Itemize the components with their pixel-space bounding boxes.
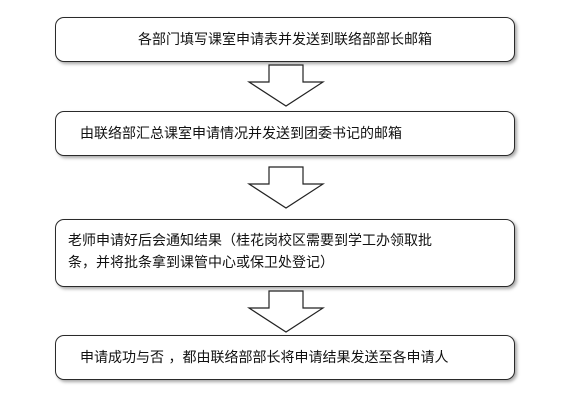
flow-step-4: 申请成功与否 ，都由联络部部长将申请结果发送至各申请人 (55, 335, 515, 380)
flow-step-4-text: 申请成功与否 ，都由联络部部长将申请结果发送至各申请人 (80, 350, 449, 366)
flow-step-3: 老师申请好后会通知结果（桂花岗校区需要到学工办领取批 条，并将批条拿到课管中心或… (55, 219, 515, 287)
down-arrow-icon (247, 290, 325, 333)
down-arrow-icon (247, 64, 325, 107)
flow-step-2-text: 由联络部汇总课室申请情况并发送到团委书记的邮箱 (80, 126, 402, 142)
flow-step-3-text: 老师申请好后会通知结果（桂花岗校区需要到学工办领取批 条，并将批条拿到课管中心或… (68, 233, 432, 271)
down-arrow-icon (247, 166, 325, 209)
flow-step-2: 由联络部汇总课室申请情况并发送到团委书记的邮箱 (55, 111, 515, 156)
flow-step-1: 各部门填写课室申请表并发送到联络部部长邮箱 (55, 17, 515, 62)
flow-step-1-text: 各部门填写课室申请表并发送到联络部部长邮箱 (138, 32, 432, 48)
